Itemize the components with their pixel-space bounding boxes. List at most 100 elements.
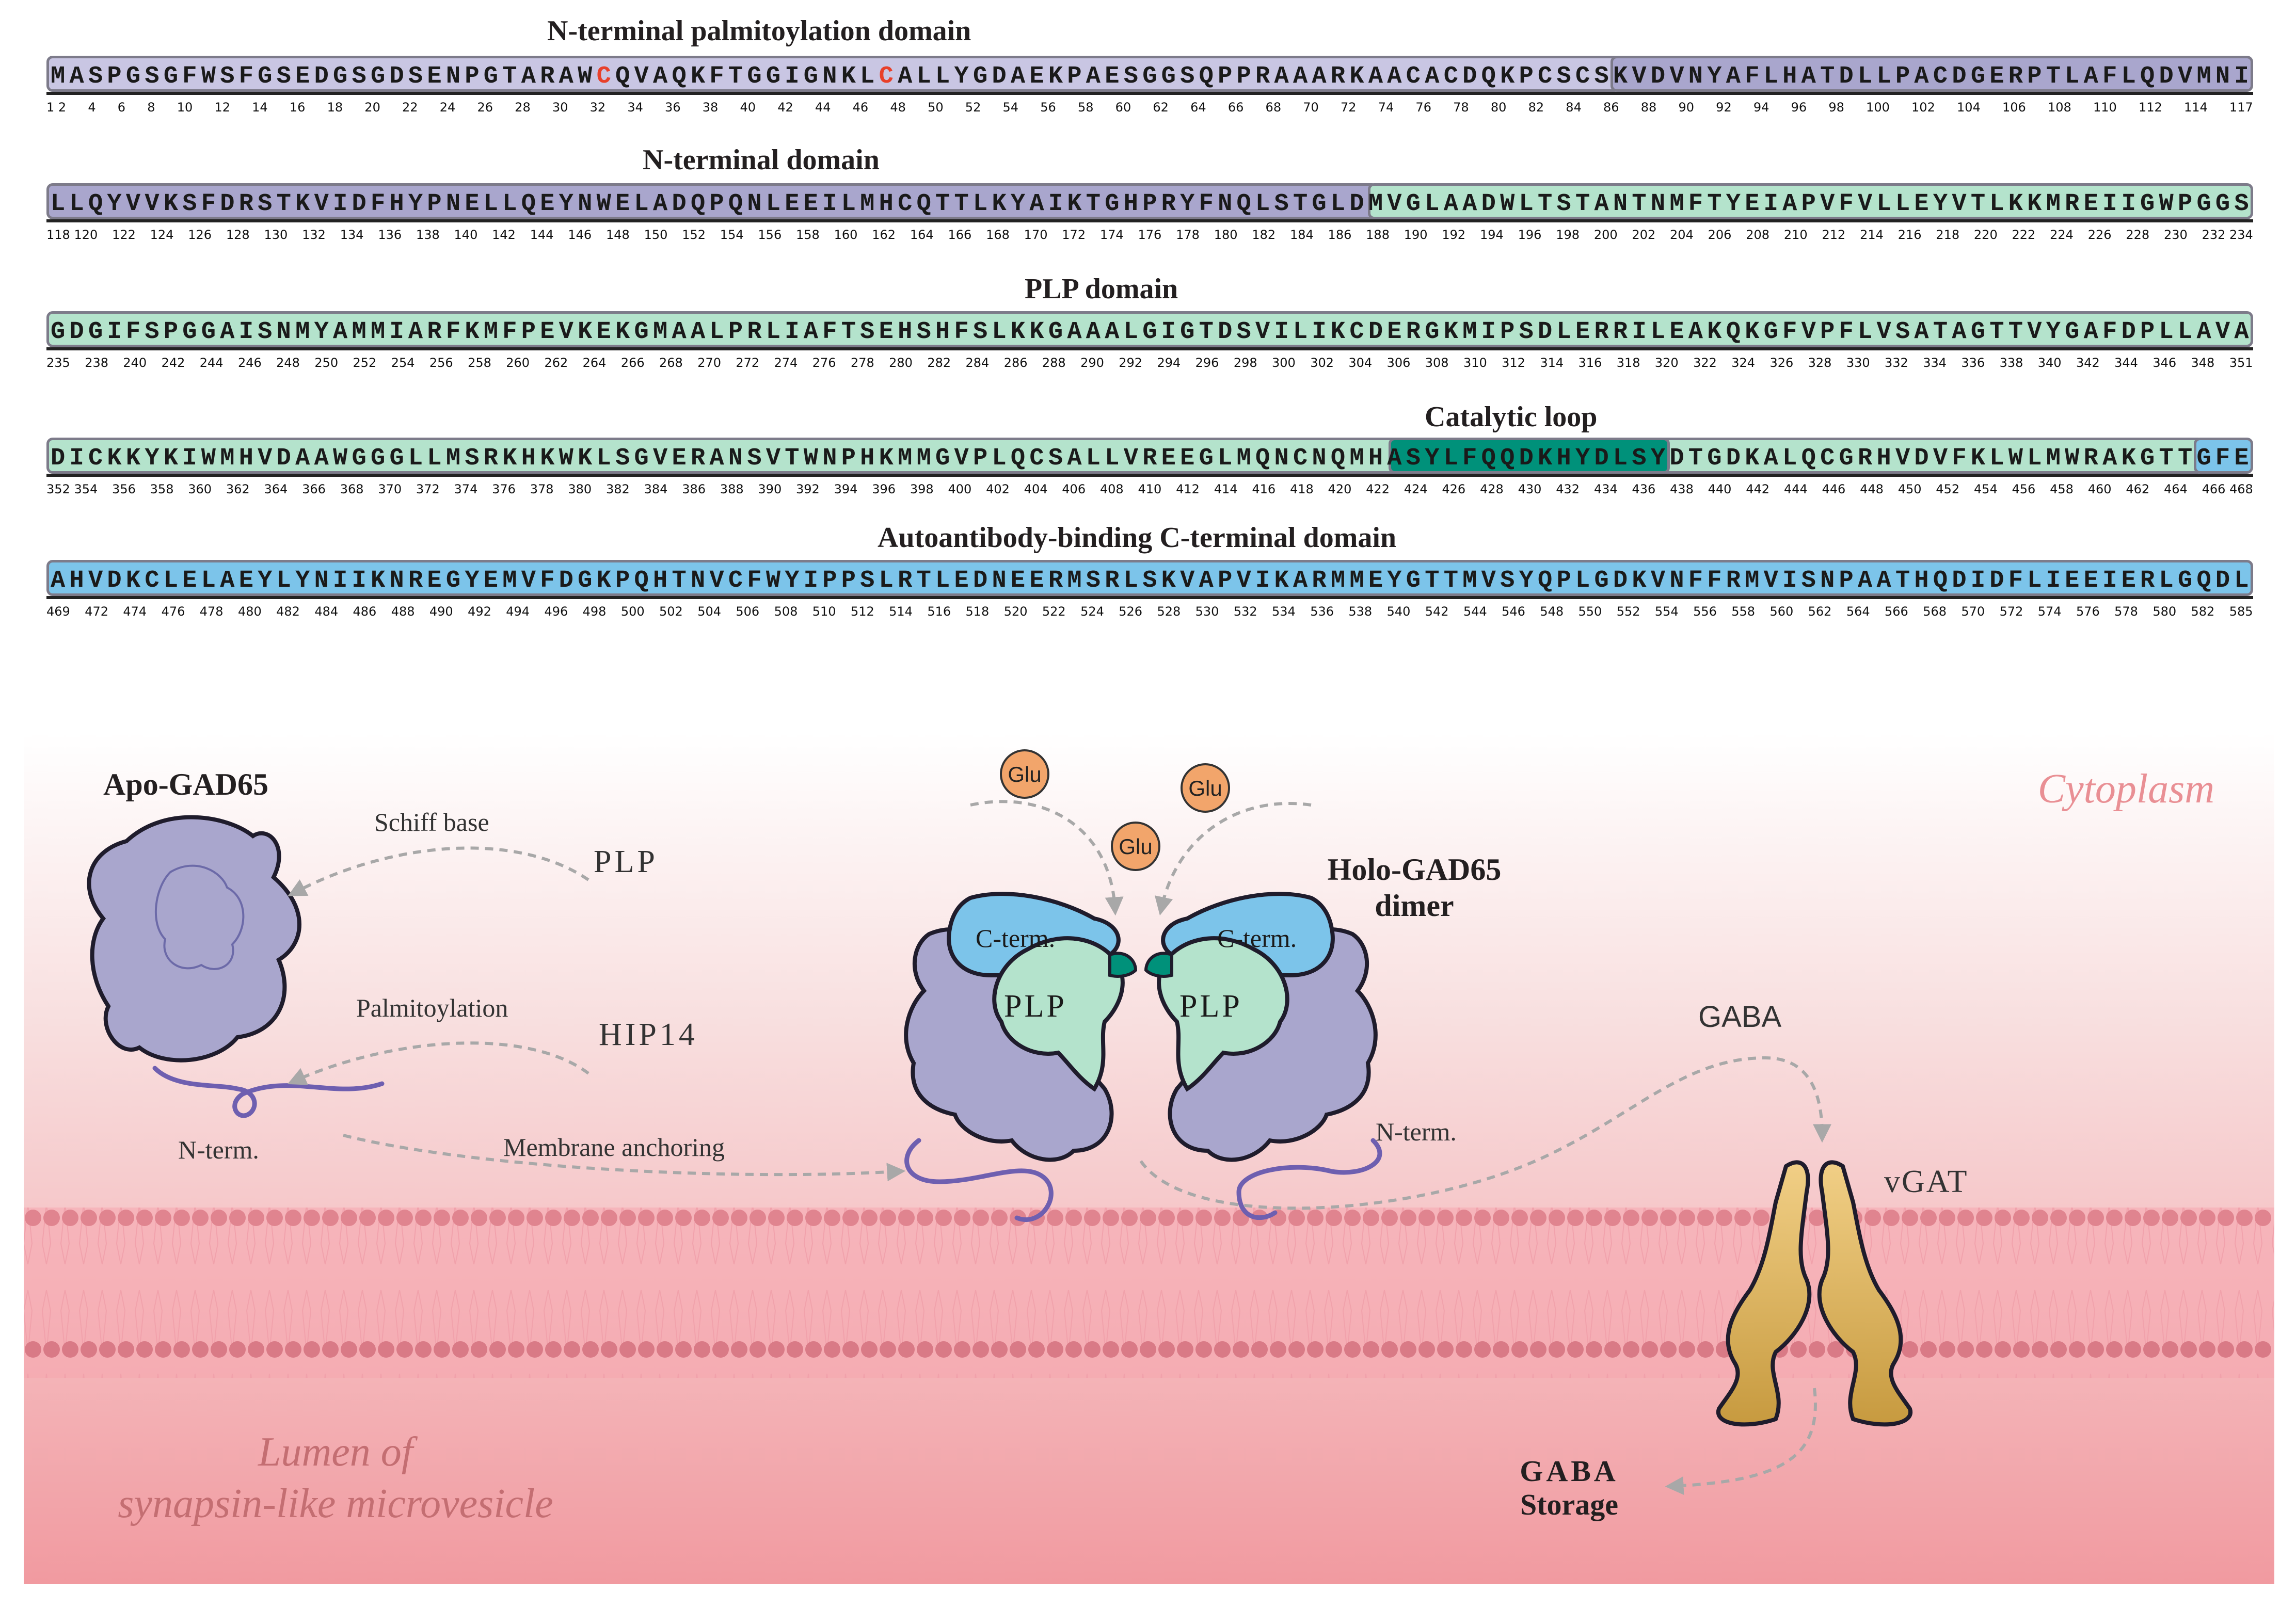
residue-letter: L: [2027, 567, 2042, 594]
domain-bar-catalytic-loop: [1389, 438, 1670, 474]
residue-letter: L: [1293, 318, 1308, 346]
residue-letter: F: [2102, 318, 2117, 346]
residue-letter: F: [709, 63, 724, 90]
domain-bar-c-terminal: [46, 560, 2253, 596]
lipid-head: [1456, 1210, 1472, 1226]
lipid-head: [861, 1210, 878, 1226]
residue-number: 466 468: [2202, 482, 2253, 496]
residue-number: 212: [1822, 228, 1846, 242]
residue-letter: L: [69, 190, 84, 218]
residue-letter: A: [521, 63, 536, 90]
residue-letter: S: [916, 318, 931, 346]
residue-letter: P: [1895, 63, 1910, 90]
sequence-ruler: [46, 596, 2253, 599]
residue-letter: L: [1895, 190, 1910, 218]
residue-letter: W: [2008, 445, 2023, 472]
lipid-head: [1902, 1210, 1918, 1226]
apo-gad65-protein: [87, 815, 385, 1118]
residue-letter: F: [1462, 445, 1477, 472]
residue-letter: D: [389, 63, 404, 90]
residue-letter: L: [935, 567, 950, 594]
residue-letter: P: [1820, 318, 1835, 346]
residue-letter: Y: [1933, 190, 1948, 218]
lipid-head: [2050, 1341, 2067, 1358]
residue-letter: E: [1010, 567, 1026, 594]
lipid-head: [2143, 1210, 2160, 1226]
residue-number: 438: [1670, 482, 1694, 496]
residue-letter: G: [2196, 190, 2211, 218]
residue-letter: Q: [1330, 445, 1346, 472]
residue-letter: I: [2102, 567, 2117, 594]
domain-title-n-terminal: N-terminal domain: [643, 144, 880, 176]
residue-letter: E: [295, 63, 310, 90]
residue-letter: V: [314, 190, 329, 218]
lipid-head: [1939, 1210, 1955, 1226]
lipid-head: [1381, 1341, 1398, 1358]
residue-letter: R: [1161, 190, 1176, 218]
residue-letter: Y: [1010, 190, 1026, 218]
residue-letter: D: [1519, 445, 1534, 472]
residue-number: 246: [237, 356, 262, 370]
residue-number: 54: [1002, 100, 1019, 115]
residue-letter: L: [201, 567, 216, 594]
residue-letter: A: [1801, 63, 1816, 90]
lipid-head: [489, 1210, 506, 1226]
lipid-head: [2180, 1341, 2197, 1358]
residue-number: 380: [568, 482, 592, 496]
residue-letter: D: [2159, 63, 2174, 90]
residue-letter: Y: [1519, 567, 1534, 594]
residue-letter: W: [2159, 190, 2174, 218]
lipid-head: [2236, 1341, 2253, 1358]
residue-letter: K: [502, 445, 517, 472]
residue-letter: V: [1876, 318, 1891, 346]
residue-letter: I: [1970, 567, 1986, 594]
residue-number: 18: [327, 100, 343, 115]
lipid-head: [1809, 1341, 1825, 1358]
lipid-head: [304, 1341, 320, 1358]
residue-letter: L: [427, 445, 442, 472]
residue-letter: V: [954, 445, 969, 472]
lipid-head: [2069, 1341, 2085, 1358]
lipid-head: [99, 1341, 116, 1358]
lipid-head: [2180, 1210, 2197, 1226]
lipid-head: [415, 1210, 432, 1226]
residue-number: 180: [1214, 228, 1238, 242]
residue-number: 408: [1099, 482, 1124, 496]
residue-number: 338: [1999, 356, 2023, 370]
residue-letter: I: [1632, 318, 1647, 346]
residue-number: 182: [1252, 228, 1276, 242]
residue-letter: V: [2215, 318, 2230, 346]
residue-letter: P: [709, 190, 724, 218]
residue-letter: A: [1086, 63, 1101, 90]
residue-number: 106: [2002, 100, 2026, 115]
residue-number: 506: [736, 604, 760, 619]
residue-letter: L: [1876, 190, 1891, 218]
residue-letter: E: [1368, 567, 1383, 594]
residue-letter: W: [1500, 190, 1515, 218]
residue-letter: N: [1274, 445, 1289, 472]
lipid-head: [1158, 1341, 1175, 1358]
c-term-left-label: C-term.: [976, 924, 1055, 953]
residue-letter: T: [785, 445, 800, 472]
residue-number: 76: [1415, 100, 1431, 115]
residue-number: 216: [1898, 228, 1922, 242]
residue-number: 346: [2152, 356, 2177, 370]
residue-number: 522: [1042, 604, 1066, 619]
residue-letter: V: [1895, 445, 1910, 472]
lipid-head: [750, 1210, 766, 1226]
residue-number: 318: [1616, 356, 1640, 370]
residue-letter: H: [1876, 445, 1891, 472]
residue-number: 414: [1214, 482, 1238, 496]
residue-letter: A: [1952, 318, 1967, 346]
residue-letter: Q: [728, 190, 743, 218]
lipid-head: [1493, 1210, 1509, 1226]
residue-letter: G: [972, 63, 988, 90]
residue-number: 206: [1708, 228, 1732, 242]
residue-letter: G: [1839, 445, 1854, 472]
lipid-head: [1976, 1210, 1992, 1226]
lipid-head: [1214, 1210, 1231, 1226]
residue-letter: R: [1142, 445, 1157, 472]
residue-letter: W: [596, 190, 611, 218]
residue-number: 192: [1442, 228, 1466, 242]
residue-letter: S: [860, 318, 875, 346]
